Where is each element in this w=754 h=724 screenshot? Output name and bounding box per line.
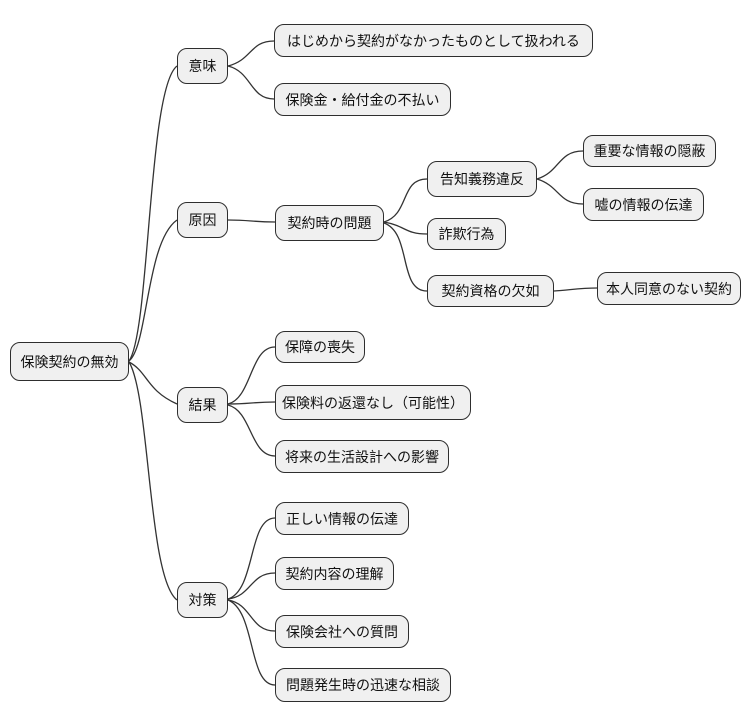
leaf-questions-to-insurer: 保険会社への質問 [275,615,409,648]
leaf-prompt-consultation: 問題発生時の迅速な相談 [275,668,451,702]
edge-problems-qualification [383,222,428,292]
edge-action-questions [227,599,276,632]
branch-result: 結果 [177,387,228,423]
edge-root-result [128,361,178,405]
edge-problems-fraud [383,221,428,235]
edge-meaning-child1 [227,40,275,67]
branch-meaning: 意味 [177,48,228,84]
node-disclosure-violation: 告知義務違反 [427,161,537,197]
leaf-impact-on-life-planning: 将来の生活設計への影響 [275,440,449,473]
edge-action-understand [227,572,276,600]
leaf-treated-as-no-contract: はじめから契約がなかったものとして扱われる [274,24,593,57]
edge-qualification-consent [553,287,598,292]
branch-action: 対策 [177,582,228,618]
edge-action-consult [227,599,276,686]
leaf-correct-info-communication: 正しい情報の伝達 [275,502,409,535]
leaf-nonpayment-of-benefits: 保険金・給付金の不払い [274,83,451,116]
edge-disclosure-concealment [536,150,584,180]
leaf-fraud: 詐欺行為 [427,218,506,250]
edge-result-future [227,404,276,457]
edge-result-refund [227,401,276,405]
leaf-understanding-contract: 契約内容の理解 [275,557,394,590]
edge-cause-problems [227,219,276,223]
edge-root-action [128,361,178,601]
leaf-loss-of-coverage: 保障の喪失 [275,331,365,363]
edge-meaning-child2 [227,65,275,100]
leaf-false-info-communication: 嘘の情報の伝達 [583,188,704,221]
edge-disclosure-false-info [536,178,584,205]
edge-root-cause [128,219,178,362]
node-lack-of-qualification: 契約資格の欠如 [427,275,554,307]
leaf-no-premium-refund: 保険料の返還なし（可能性） [275,385,471,420]
root-node: 保険契約の無効 [10,342,129,381]
edge-action-correct-info [227,517,276,600]
leaf-contract-without-consent: 本人同意のない契約 [597,272,741,305]
edge-problems-disclosure [383,178,428,223]
edge-result-loss [227,346,276,405]
node-contract-time-problems: 契約時の問題 [275,205,384,241]
edge-root-meaning [128,65,178,362]
leaf-concealment-of-important-info: 重要な情報の隠蔽 [583,135,716,167]
branch-cause: 原因 [177,202,228,238]
